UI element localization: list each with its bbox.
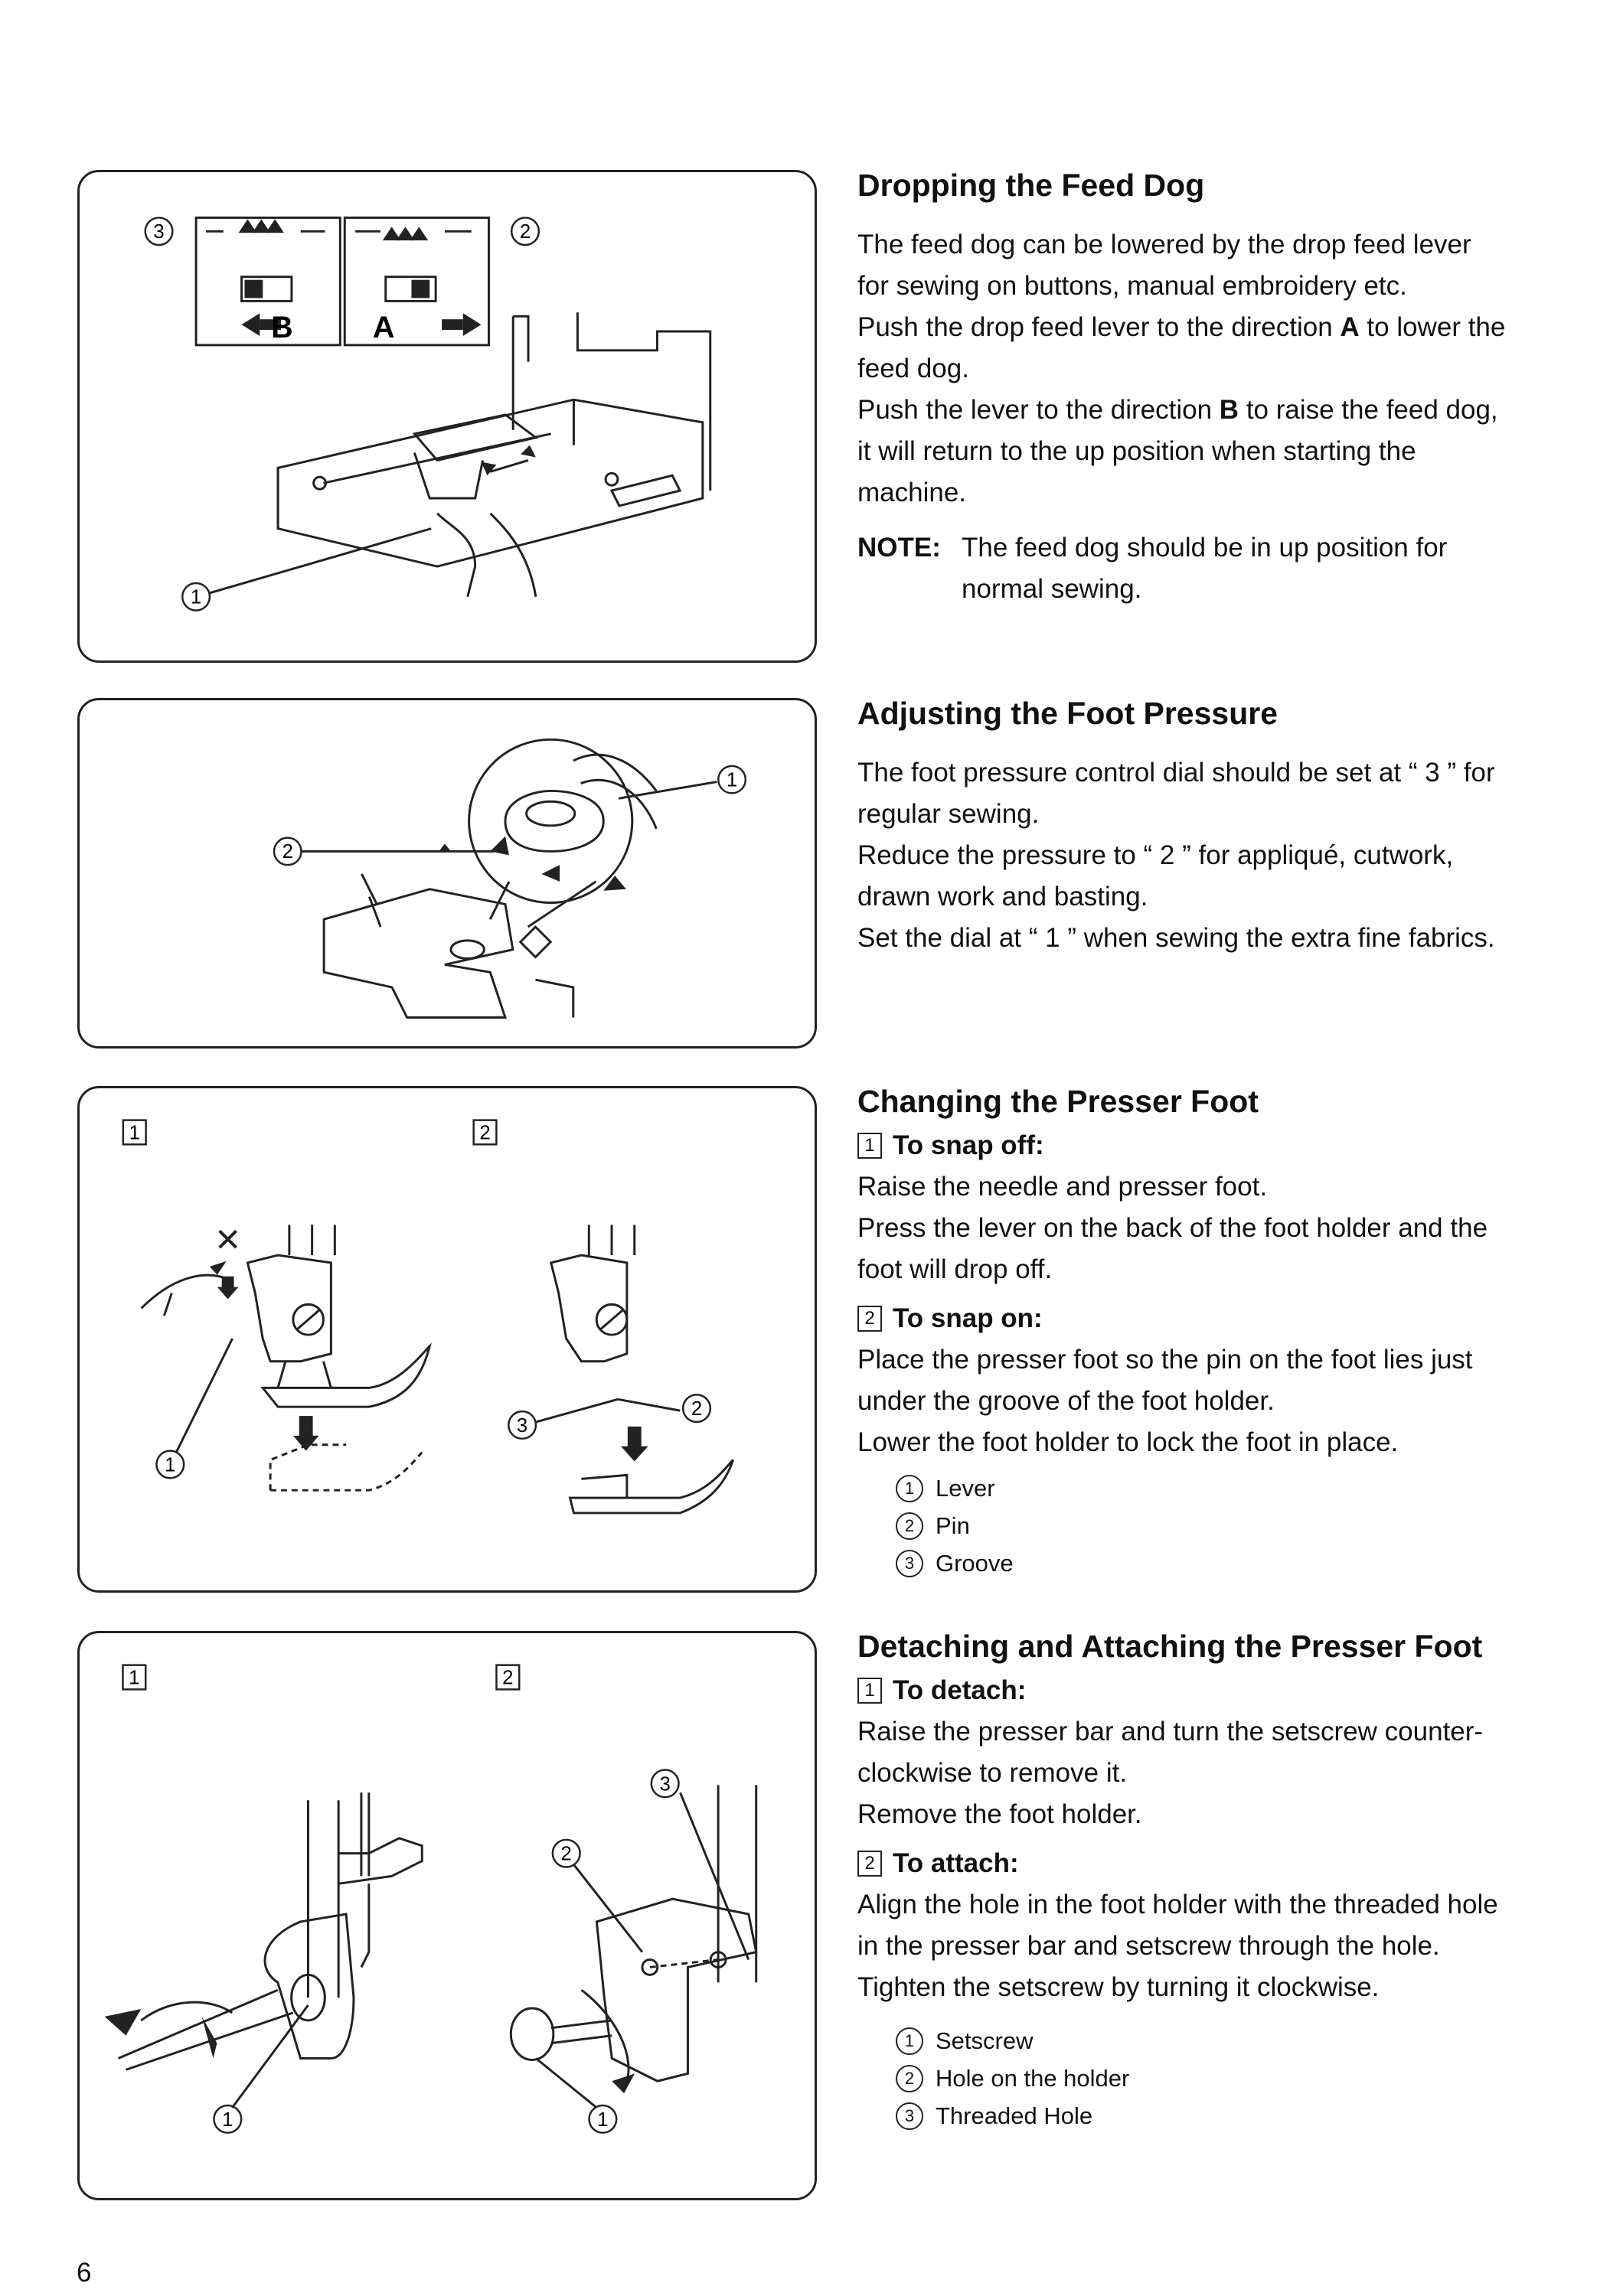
foot-pressure-drawing: 1 2 [273, 738, 747, 1019]
body-line: under the groove of the foot holder. [857, 1386, 1275, 1417]
callout-1: 1 [191, 587, 201, 608]
body-line: machine. [857, 478, 967, 508]
callout-3: 3 [660, 1773, 671, 1795]
section-body: The feed dog can be lowered by the drop … [857, 224, 1546, 514]
body-line: Push the lever to the direction B to rai… [857, 395, 1498, 426]
changing-foot-drawing: 1 2 [122, 1119, 734, 1515]
foot-pressure-illustration: 1 2 [77, 698, 817, 1049]
body-line: Raise the needle and presser foot. [857, 1172, 1268, 1202]
body-line: The foot pressure control dial should be… [857, 758, 1495, 788]
body-line: Push the drop feed lever to the directio… [857, 312, 1506, 343]
step-heading: 1 To detach: [857, 1670, 1546, 1711]
feed-dog-illustration: B A 3 2 1 [77, 170, 817, 663]
body-line: regular sewing. [857, 799, 1040, 830]
body-line: foot will drop off. [857, 1254, 1053, 1285]
body-line: drawn work and basting. [857, 882, 1148, 912]
body-line: Align the hole in the foot holder with t… [857, 1890, 1498, 1920]
body-line: Tighten the setscrew by turning it clock… [857, 1972, 1380, 2003]
callout-1: 1 [222, 2109, 233, 2131]
lever-position-a-box [343, 216, 490, 347]
lever-position-b-box [194, 216, 341, 347]
section-body: The foot pressure control dial should be… [857, 752, 1546, 959]
note: NOTE: The feed dog should be in up posit… [857, 527, 1546, 610]
body-line: Set the dial at “ 1 ” when sewing the ex… [857, 923, 1495, 954]
note-label: NOTE: [857, 533, 941, 563]
section-title: Adjusting the Foot Pressure [857, 696, 1278, 731]
panel-number: 1 [129, 1122, 140, 1143]
body-line: Press the lever on the back of the foot … [857, 1213, 1488, 1244]
body-line: Reduce the pressure to “ 2 ” for appliqu… [857, 840, 1454, 871]
step-heading: 2 To attach: [857, 1843, 1546, 1884]
panel-number: 2 [502, 1667, 513, 1688]
step-number: 2 [857, 1851, 882, 1877]
section-title: Detaching and Attaching the Presser Foot [857, 1629, 1483, 1664]
body-line: clockwise to remove it. [857, 1758, 1128, 1789]
body-line: feed dog. [857, 354, 969, 384]
section-title: Changing the Presser Foot [857, 1084, 1259, 1119]
callout-2: 2 [561, 1844, 572, 1865]
body-line: for sewing on buttons, manual embroidery… [857, 271, 1407, 302]
body-line: it will return to the up position when s… [857, 436, 1416, 467]
section-detaching-attaching-foot: Detaching and Attaching the Presser Foot… [857, 1628, 1546, 2135]
step-body: Raise the presser bar and turn the setsc… [857, 1711, 1546, 1835]
body-line: Raise the presser bar and turn the setsc… [857, 1717, 1484, 1747]
step-body: Align the hole in the foot holder with t… [857, 1884, 1546, 2008]
callout-3: 3 [517, 1415, 527, 1437]
panel-number: 1 [129, 1667, 139, 1688]
callout-2: 2 [691, 1398, 702, 1420]
figure-label-b: B [271, 311, 293, 344]
note-line: normal sewing. [962, 574, 1142, 605]
figure-label-a: A [373, 311, 395, 344]
feed-dog-drawing: B A 3 2 1 [144, 216, 712, 612]
section-changing-presser-foot: Changing the Presser Foot 1 To snap off:… [857, 1083, 1546, 1582]
callout-3: 3 [153, 221, 164, 243]
detaching-foot-drawing: 1 2 [104, 1664, 758, 2134]
step-title: To detach: [893, 1675, 1027, 1706]
callout-1: 1 [727, 770, 737, 791]
callout-1: 1 [165, 1454, 175, 1476]
body-line: in the presser bar and setscrew through … [857, 1931, 1440, 1962]
step-number: 2 [857, 1306, 882, 1332]
step-body: Place the presser foot so the pin on the… [857, 1339, 1546, 1463]
callout-2: 2 [520, 221, 531, 243]
note-line: The feed dog should be in up position fo… [962, 533, 1448, 563]
step-title: To snap off: [893, 1130, 1044, 1161]
panel-number: 2 [479, 1122, 490, 1143]
page-number: 6 [77, 2258, 92, 2288]
step-number: 1 [857, 1678, 882, 1704]
section-title: Dropping the Feed Dog [857, 168, 1205, 203]
step-title: To attach: [893, 1848, 1019, 1879]
changing-foot-illustration: 1 2 [77, 1086, 817, 1593]
step-number: 1 [857, 1133, 882, 1159]
body-line: The feed dog can be lowered by the drop … [857, 230, 1471, 260]
dial-zoom-circle [468, 738, 634, 904]
callout-1: 1 [597, 2109, 608, 2131]
body-line: Remove the foot holder. [857, 1799, 1142, 1830]
body-line: Place the presser foot so the pin on the… [857, 1345, 1473, 1375]
body-line: Lower the foot holder to lock the foot i… [857, 1427, 1399, 1458]
section-adjusting-foot-pressure: Adjusting the Foot Pressure The foot pre… [857, 695, 1546, 959]
callout-2: 2 [282, 841, 293, 863]
detaching-foot-illustration: 1 2 [77, 1631, 817, 2200]
section-dropping-feed-dog: Dropping the Feed Dog The feed dog can b… [857, 167, 1546, 610]
step-body: Raise the needle and presser foot. Press… [857, 1166, 1546, 1290]
step-title: To snap on: [893, 1303, 1043, 1334]
step-heading: 2 To snap on: [857, 1298, 1546, 1339]
step-heading: 1 To snap off: [857, 1125, 1546, 1166]
